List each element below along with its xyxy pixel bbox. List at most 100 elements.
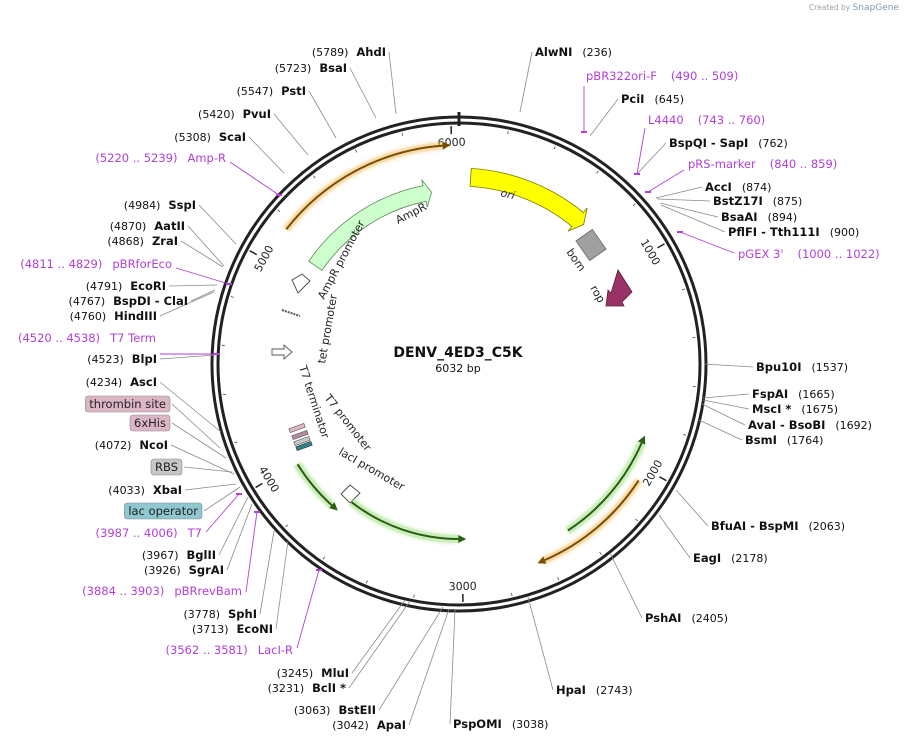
restriction-site[interactable]: AvaI - BsoBI(1692) <box>748 418 872 432</box>
boxed-feature-label[interactable]: RBS <box>150 458 183 476</box>
restriction-site[interactable]: BspQI - SapI(762) <box>669 136 788 150</box>
label-lead-lines <box>159 51 754 726</box>
restriction-site[interactable]: BspDI - ClaI(4767) <box>69 294 188 308</box>
restriction-site[interactable]: MscI *(1675) <box>752 402 838 416</box>
restriction-site[interactable]: XbaI(4033) <box>108 483 182 497</box>
restriction-site[interactable]: BstZ17I(875) <box>713 194 802 208</box>
boxed-feature-name: 6xHis <box>134 416 166 430</box>
primer-label[interactable]: pGEX 3'(1000 .. 1022) <box>738 247 880 261</box>
restriction-site[interactable]: BsaAI(894) <box>721 210 797 224</box>
boxed-feature-label[interactable]: 6xHis <box>129 414 171 432</box>
cds-arc-right-orange-core <box>544 479 640 562</box>
lead-line <box>449 609 456 725</box>
restriction-site[interactable]: NcoI(4072) <box>95 438 168 452</box>
restriction-site[interactable]: AccI(874) <box>705 180 771 194</box>
primer-label[interactable]: LacI-R(3562 .. 3581) <box>166 643 293 657</box>
site-name: BsmI <box>745 433 777 447</box>
site-position: (875) <box>773 195 803 208</box>
restriction-site[interactable]: SspI(4984) <box>124 198 196 212</box>
t7-terminator-mark <box>271 344 293 360</box>
restriction-site[interactable]: AatII(4870) <box>110 219 185 233</box>
primer-range: (4811 .. 4829) <box>20 257 102 271</box>
snapgene-brand: SnapGene <box>852 3 899 13</box>
restriction-site[interactable]: BclI *(3231) <box>268 681 346 695</box>
primer-range: (490 .. 509) <box>671 69 739 83</box>
restriction-site[interactable]: PshAI(2405) <box>645 611 728 625</box>
restriction-site[interactable]: PspOMI(3038) <box>453 717 548 731</box>
primer-label[interactable]: T7(3987 .. 4006) <box>96 526 202 540</box>
restriction-site[interactable]: PvuI(5420) <box>198 107 271 121</box>
restriction-site[interactable]: SgrAI(3926) <box>144 563 224 577</box>
primer-label[interactable]: pBRforEco(4811 .. 4829) <box>20 257 172 271</box>
restriction-site[interactable]: FspAI(1665) <box>752 387 835 401</box>
primer-label[interactable]: pBRrevBam(3884 .. 3903) <box>82 584 242 598</box>
primer-name: pGEX 3' <box>738 247 784 261</box>
primer-label[interactable]: pBR322ori-F(490 .. 509) <box>586 69 738 83</box>
boxed-feature-label[interactable]: thrombin site <box>84 395 171 413</box>
restriction-site[interactable]: BlpI(4523) <box>87 352 157 366</box>
site-name: AvaI - BsoBI <box>748 418 825 432</box>
site-name: PspOMI <box>453 717 502 731</box>
restriction-site[interactable]: BfuAI - BspMI(2063) <box>711 519 845 533</box>
ori-arrow <box>469 167 588 232</box>
restriction-site[interactable]: HindIII(4760) <box>70 309 157 323</box>
site-position: (4033) <box>108 484 145 497</box>
primer-range: (5220 .. 5239) <box>95 151 177 165</box>
primer-label[interactable]: T7 Term(4520 .. 4538) <box>18 331 156 345</box>
restriction-site[interactable]: SphI(3778) <box>183 607 257 621</box>
site-position: (3042) <box>332 719 369 732</box>
lead-line <box>659 202 719 218</box>
lead-line <box>637 142 667 174</box>
restriction-site[interactable]: AhdI (5789) <box>312 45 386 59</box>
primer-range: (840 .. 859) <box>770 157 838 171</box>
site-position: (5789) <box>312 46 349 59</box>
primer-label[interactable]: pRS-marker(840 .. 859) <box>688 157 837 171</box>
restriction-site[interactable]: PciI(645) <box>621 92 684 106</box>
restriction-site[interactable]: BsmI(1764) <box>745 433 823 447</box>
site-name: HpaI <box>556 683 586 697</box>
restriction-site[interactable]: EcoNI(3713) <box>192 622 273 636</box>
lead-line <box>171 403 221 449</box>
primer-label[interactable]: Amp-R(5220 .. 5239) <box>95 151 226 165</box>
site-name: AhdI <box>356 45 386 59</box>
site-position: (3231) <box>268 682 305 695</box>
restriction-site[interactable]: Bpu10I(1537) <box>756 360 848 374</box>
lead-line <box>527 596 554 691</box>
restriction-site[interactable]: AlwNI(236) <box>535 45 612 59</box>
restriction-site[interactable]: ScaI(5308) <box>174 130 246 144</box>
site-position: (2405) <box>691 612 728 625</box>
primer-lead-line <box>296 569 320 649</box>
site-name: HindIII <box>114 309 157 323</box>
lead-line <box>203 486 241 512</box>
restriction-site[interactable]: BglII(3967) <box>142 548 216 562</box>
restriction-site[interactable]: EagI(2178) <box>693 551 768 565</box>
site-name: ApaI <box>377 718 406 732</box>
restriction-site[interactable]: PstI(5547) <box>237 84 306 98</box>
boxed-feature-label[interactable]: lac operator <box>124 502 203 520</box>
scale-minor-tick <box>507 131 509 135</box>
primer-lead-line <box>175 267 230 285</box>
cds-arrowhead <box>442 141 451 150</box>
restriction-site[interactable]: EcoRI(4791) <box>86 279 166 293</box>
site-position: (874) <box>742 181 772 194</box>
lead-line <box>698 419 743 441</box>
restriction-site[interactable]: PflFI - Tth111I(900) <box>728 225 859 239</box>
restriction-site[interactable]: ZraI(4868) <box>107 234 178 248</box>
restriction-site[interactable]: AscI(4234) <box>86 375 157 389</box>
scale-minor-tick <box>355 149 358 153</box>
primer-label[interactable]: L4440(743 .. 760) <box>648 113 765 127</box>
scale-tick-4000 <box>255 482 263 489</box>
restriction-site[interactable]: BsaI(5723) <box>275 61 347 75</box>
site-position: (894) <box>768 211 798 224</box>
scale-tick-1000 <box>657 243 665 249</box>
restriction-site[interactable]: MluI(3245) <box>277 666 349 680</box>
feature-layer: ori bom rop AmpR AmpR promoter tet promo… <box>271 167 633 504</box>
restriction-site[interactable]: ApaI (3042) <box>332 718 406 732</box>
scale-minor-tick <box>285 524 288 528</box>
restriction-site[interactable]: HpaI(2743) <box>556 683 632 697</box>
restriction-site[interactable]: BstEII(3063) <box>294 703 376 717</box>
site-name: PstI <box>281 84 306 98</box>
primer-name: T7 <box>187 526 202 540</box>
